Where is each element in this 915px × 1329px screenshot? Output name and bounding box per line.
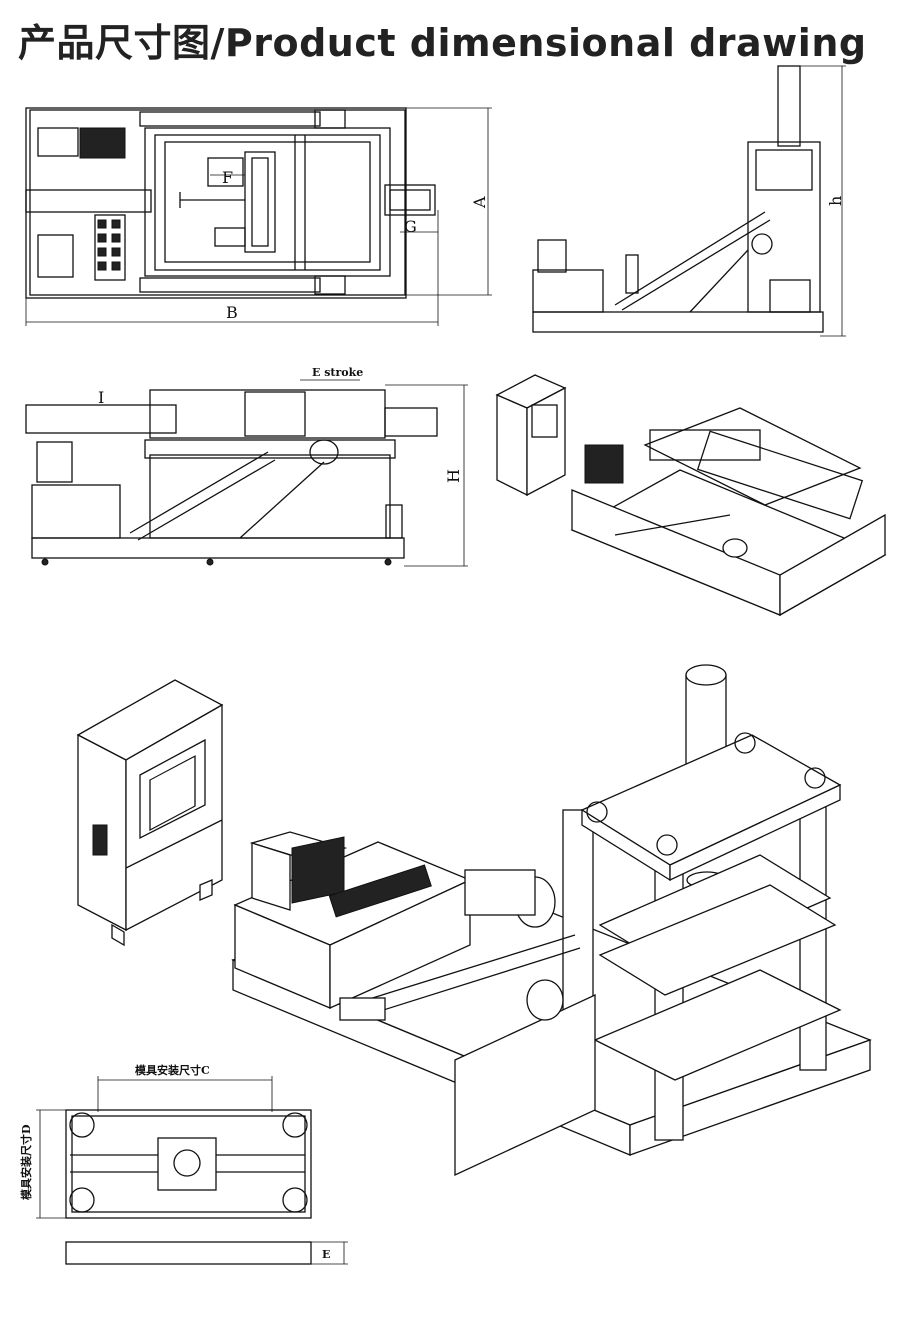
- dim-label-I: I: [98, 388, 104, 407]
- control-cabinet-icon: [76, 679, 224, 947]
- dim-label-h: h: [826, 196, 845, 206]
- dim-label-stroke: E stroke: [312, 366, 363, 379]
- hydraulic-cylinder-icon: [339, 934, 581, 1021]
- dim-label-C: 模具安装尺寸C: [135, 1063, 210, 1077]
- control-cabinet-icon: [495, 374, 567, 497]
- mold-plate-drawing: 模具安装尺寸C 模具安装尺寸D E: [19, 1063, 348, 1265]
- side-view-drawing: h: [532, 65, 846, 337]
- dim-label-E: E: [322, 1248, 330, 1261]
- dim-label-H: H: [444, 469, 463, 483]
- large-isometric-drawing: [76, 664, 872, 1177]
- front-view-drawing: I E stroke H: [25, 366, 468, 567]
- valve-bank-icon: [94, 214, 126, 281]
- page-title: 产品尺寸图/Product dimensional drawing: [18, 21, 867, 65]
- dim-label-F: F: [222, 168, 233, 187]
- dim-label-A: A: [470, 196, 489, 209]
- motor-icon: [464, 869, 556, 928]
- dim-label-B: B: [226, 303, 238, 322]
- valve-bank-icon: [328, 864, 432, 918]
- small-isometric-drawing: [495, 374, 887, 617]
- top-view-drawing: A B F G: [25, 107, 492, 326]
- dim-label-G: G: [404, 217, 417, 236]
- dim-label-D: 模具安装尺寸D: [19, 1124, 33, 1200]
